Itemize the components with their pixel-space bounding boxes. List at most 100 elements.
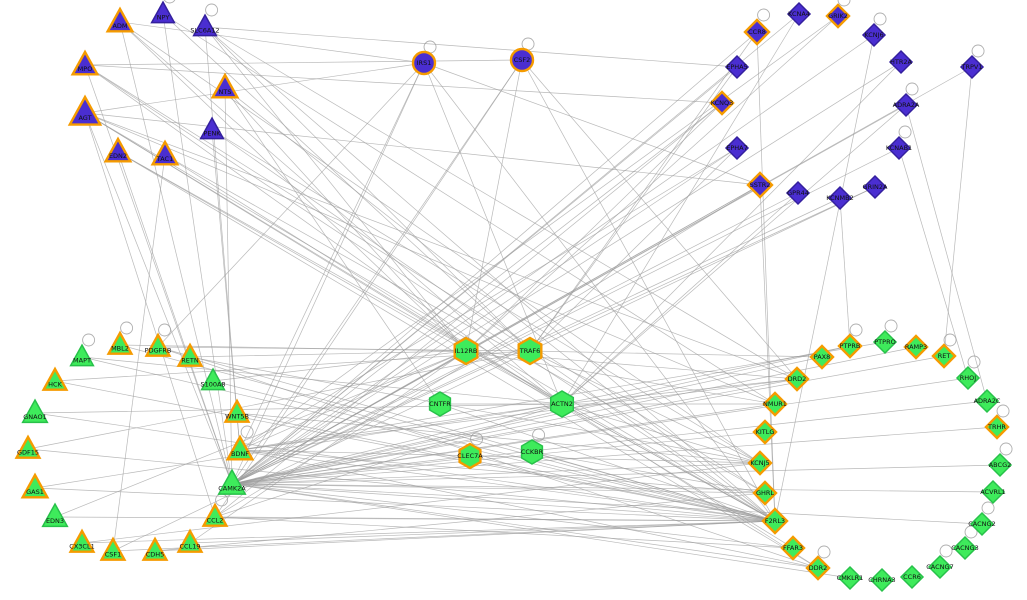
triangle-node-shape-TAC1[interactable] <box>150 139 180 166</box>
triangle-node-shape-CX3CL1[interactable] <box>68 528 96 553</box>
triangle-node-shape-SLC6A12[interactable] <box>192 13 218 37</box>
hexagon-node-shape-IL12RB[interactable] <box>453 336 479 366</box>
triangle-node-shape-BDNF[interactable] <box>225 434 255 461</box>
diamond-node-shape-KCNJ5[interactable] <box>747 450 773 476</box>
node-PAX8[interactable]: PAX8 <box>809 344 835 370</box>
diamond-node-shape-KCNQ3[interactable] <box>709 90 735 116</box>
triangle-node-shape-EDN2[interactable] <box>103 136 133 163</box>
node-ADRA2C[interactable]: ADRA2C <box>974 388 1001 414</box>
node-GRIN2A[interactable]: GRIN2A <box>863 174 888 200</box>
node-ACVRL1[interactable]: ACVRL1 <box>980 479 1006 505</box>
node-GHRL[interactable]: GHRL <box>752 480 778 506</box>
diamond-node-shape-GHRL[interactable] <box>752 480 778 506</box>
node-CCL19[interactable]: CCL19 <box>176 528 204 553</box>
triangle-node-shape-CDH5[interactable] <box>141 536 169 561</box>
node-TRHR[interactable]: TRHR <box>984 414 1010 440</box>
node-CACNG2[interactable]: CACNG2 <box>968 511 996 537</box>
diamond-node-shape-EPHA5[interactable] <box>724 54 750 80</box>
diamond-node-shape-DDR2[interactable] <box>805 555 831 581</box>
diamond-node-shape-EPHA7[interactable] <box>724 135 750 161</box>
triangle-node-shape-GNAO1[interactable] <box>21 398 49 424</box>
triangle-node-shape-CCL2[interactable] <box>201 502 229 527</box>
node-CNTFR[interactable]: CNTFR <box>428 391 452 417</box>
diamond-node-shape-CACNG3[interactable] <box>952 535 978 561</box>
node-ABCG2[interactable]: ABCG2 <box>987 452 1013 478</box>
triangle-node-shape-PENK[interactable] <box>199 116 225 140</box>
diamond-node-shape-CCR6[interactable] <box>899 564 925 590</box>
node-CCKBR[interactable]: CCKBR <box>520 439 544 465</box>
diamond-node-shape-RHOJ[interactable] <box>955 365 981 391</box>
node-FFAR3[interactable]: FFAR3 <box>780 535 806 561</box>
node-CMKLR1[interactable]: CMKLR1 <box>837 565 864 591</box>
diamond-node-shape-KCNJ6[interactable] <box>861 22 887 48</box>
triangle-node-shape-MPO[interactable] <box>70 49 100 76</box>
diamond-node-shape-KCNA4[interactable] <box>786 1 812 27</box>
diamond-node-shape-ABCG2[interactable] <box>987 452 1013 478</box>
diamond-node-shape-SSTR2[interactable] <box>746 171 774 199</box>
triangle-node-shape-PDGFRB[interactable] <box>144 332 172 357</box>
node-CSF2[interactable]: CSF2 <box>509 47 535 73</box>
node-CHRNA3[interactable]: CHRNA3 <box>868 567 896 593</box>
node-CACNG7[interactable]: CACNG7 <box>926 554 954 580</box>
node-RET[interactable]: RET <box>931 343 957 369</box>
node-IRS1[interactable]: IRS1 <box>411 50 437 76</box>
hexagon-node-shape-CCKBR[interactable] <box>520 439 544 465</box>
node-RHOJ[interactable]: RHOJ <box>955 365 981 391</box>
node-HCK[interactable]: HCK <box>41 366 69 391</box>
node-PTPRB[interactable]: PTPRB <box>837 333 863 359</box>
diamond-node-shape-KCNMB2[interactable] <box>827 185 853 211</box>
triangle-node-shape-CSF1[interactable] <box>99 536 127 561</box>
node-DRD2[interactable]: DRD2 <box>784 366 810 392</box>
node-AGT[interactable]: AGT <box>67 94 103 126</box>
diamond-node-shape-CACNG7[interactable] <box>927 554 953 580</box>
node-MPO[interactable]: MPO <box>70 49 100 76</box>
diamond-node-shape-CACNG2[interactable] <box>969 511 995 537</box>
hexagon-node-shape-ACTN2[interactable] <box>549 390 575 418</box>
node-SLC6A12[interactable]: SLC6A12 <box>190 13 220 37</box>
triangle-node-shape-RETN[interactable] <box>176 342 204 367</box>
circle-node-shape-CSF2[interactable] <box>509 47 535 73</box>
node-KCNJ6[interactable]: KCNJ6 <box>861 22 887 48</box>
node-WNT5B[interactable]: WNT5B <box>223 398 251 423</box>
node-GNAO1[interactable]: GNAO1 <box>21 398 49 424</box>
node-IL12RB[interactable]: IL12RB <box>453 336 479 366</box>
diamond-node-shape-NMUR1[interactable] <box>762 391 788 417</box>
diamond-node-shape-HTR2A[interactable] <box>888 49 914 75</box>
node-TAC1[interactable]: TAC1 <box>150 139 180 166</box>
triangle-node-shape-NTS[interactable] <box>210 72 240 99</box>
diamond-node-shape-ADRA2A[interactable] <box>893 92 919 118</box>
node-CACNG3[interactable]: CACNG3 <box>951 535 979 561</box>
node-MBL2[interactable]: MBL2 <box>106 330 134 355</box>
diamond-node-shape-PAX8[interactable] <box>809 344 835 370</box>
diamond-node-shape-F2RL3[interactable] <box>761 507 789 535</box>
triangle-node-shape-GDF15[interactable] <box>14 434 42 459</box>
node-EDN2[interactable]: EDN2 <box>103 136 133 163</box>
node-GRIK2[interactable]: GRIK2 <box>825 3 851 29</box>
triangle-node-shape-S100A8[interactable] <box>200 367 226 391</box>
triangle-node-shape-CCL19[interactable] <box>176 528 204 553</box>
triangle-node-shape-ADM[interactable] <box>105 6 135 33</box>
diamond-node-shape-PTPRO[interactable] <box>872 329 898 355</box>
triangle-node-shape-MAPT[interactable] <box>69 343 95 367</box>
node-KCNA4[interactable]: KCNA4 <box>786 1 812 27</box>
hexagon-node-shape-CNTFR[interactable] <box>428 391 452 417</box>
node-KCNAB1[interactable]: KCNAB1 <box>886 135 912 161</box>
diamond-node-shape-ADRA2C[interactable] <box>974 388 1000 414</box>
node-TRPV1[interactable]: TRPV1 <box>959 54 985 80</box>
node-KCNMB2[interactable]: KCNMB2 <box>826 185 854 211</box>
node-CCL2[interactable]: CCL2 <box>201 502 229 527</box>
node-MAPT[interactable]: MAPT <box>69 343 95 367</box>
node-RAMP3[interactable]: RAMP3 <box>903 334 929 360</box>
diamond-node-shape-RET[interactable] <box>931 343 957 369</box>
node-DDR2[interactable]: DDR2 <box>805 555 831 581</box>
triangle-node-shape-MBL2[interactable] <box>106 330 134 355</box>
node-NTS[interactable]: NTS <box>210 72 240 99</box>
diamond-node-shape-FFAR3[interactable] <box>780 535 806 561</box>
node-NPY[interactable]: NPY <box>150 0 176 24</box>
node-CCR6[interactable]: CCR6 <box>899 564 925 590</box>
triangle-node-shape-NPY[interactable] <box>150 0 176 24</box>
node-PENK[interactable]: PENK <box>199 116 225 140</box>
node-TRAF6[interactable]: TRAF6 <box>517 336 543 366</box>
diamond-node-shape-KCNAB1[interactable] <box>886 135 912 161</box>
node-CCR8[interactable]: CCR8 <box>743 18 771 46</box>
